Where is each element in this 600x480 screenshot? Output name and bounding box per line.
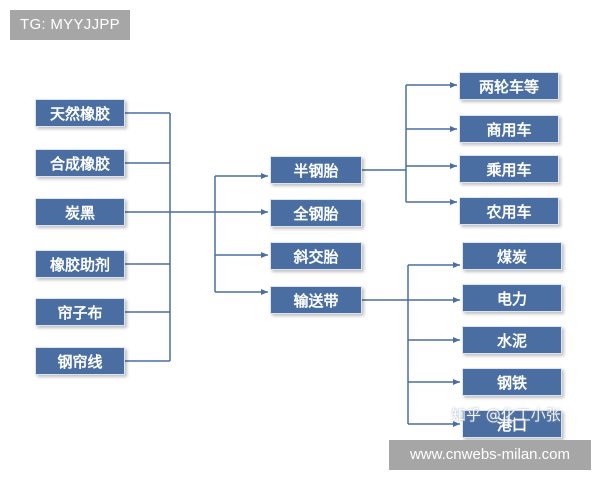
product-all-steel-tire: 全钢胎	[270, 199, 362, 227]
use-two-wheelers: 两轮车等	[459, 72, 559, 100]
site-url-label: www.cnwebs-milan.com	[389, 440, 591, 470]
tg-tag: TG: MYYJJPP	[10, 10, 130, 40]
use-cement: 水泥	[462, 326, 562, 354]
use-steel: 钢铁	[462, 368, 562, 396]
use-commercial-vehicles: 商用车	[459, 115, 559, 143]
material-tire-cord-fabric: 帘子布	[35, 298, 125, 326]
use-agricultural-vehicles: 农用车	[459, 197, 559, 225]
zhihu-watermark: 知乎 @化工小张	[451, 406, 561, 424]
material-rubber-additives: 橡胶助剂	[35, 250, 125, 278]
use-port: 港口	[462, 410, 562, 438]
product-conveyor-belt: 输送带	[270, 286, 362, 314]
material-carbon-black: 炭黑	[35, 198, 125, 226]
use-passenger-cars: 乘用车	[459, 155, 559, 183]
product-bias-tire: 斜交胎	[270, 242, 362, 270]
material-synthetic-rubber: 合成橡胶	[35, 149, 125, 177]
product-semi-steel-tire: 半钢胎	[270, 156, 362, 184]
material-natural-rubber: 天然橡胶	[35, 99, 125, 127]
use-coal: 煤炭	[462, 242, 562, 270]
use-electric-power: 电力	[462, 284, 562, 312]
material-steel-cord: 钢帘线	[35, 347, 125, 375]
